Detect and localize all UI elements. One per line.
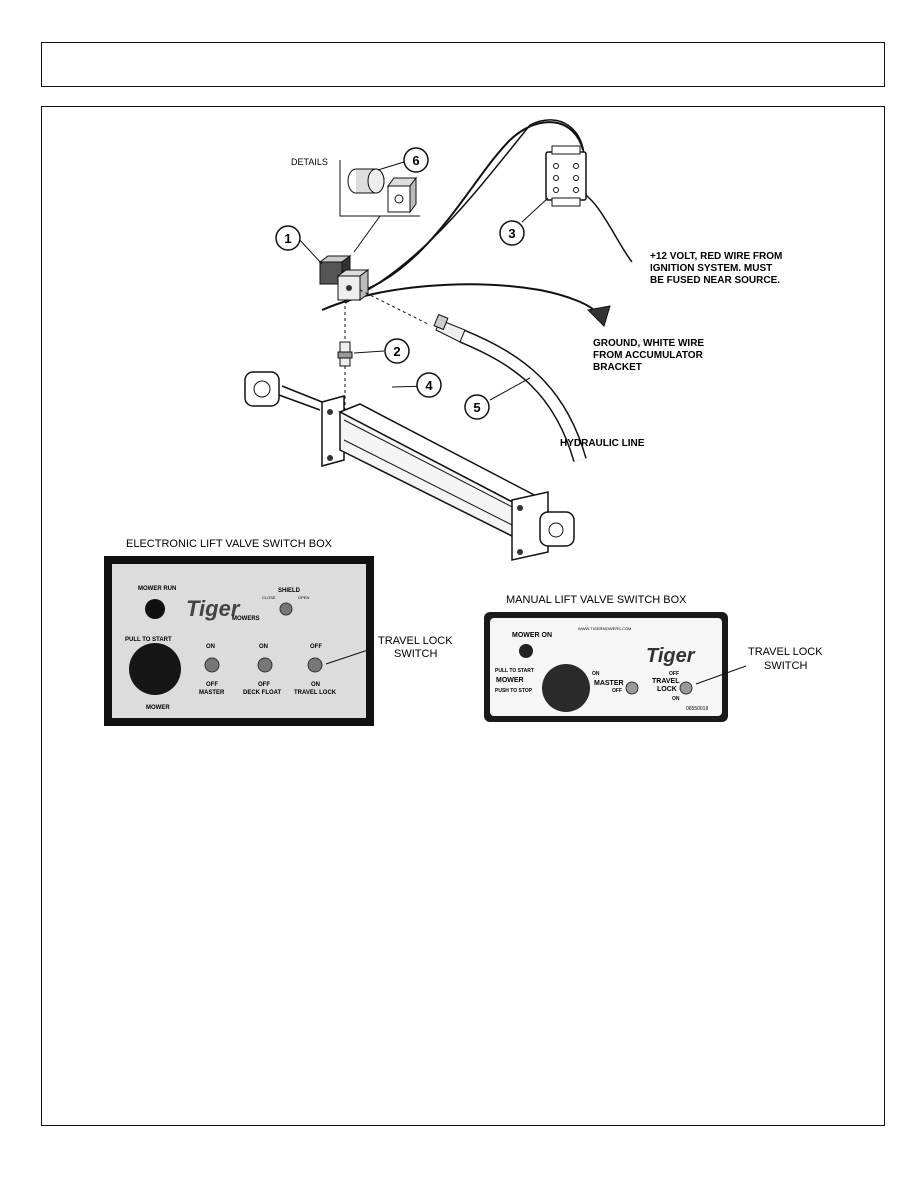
ground-wire [321, 283, 597, 313]
manual-mower-knob [542, 664, 590, 712]
svg-text:OPEN: OPEN [298, 595, 309, 600]
svg-text:PULL TO START: PULL TO START [125, 637, 172, 643]
manual-callout-leader [695, 665, 747, 685]
svg-text:LOCK: LOCK [657, 686, 677, 693]
svg-text:PULL TO START: PULL TO START [495, 668, 534, 674]
deck-float-toggle: ON OFF DECK FLOAT [243, 644, 282, 696]
svg-text:06550019: 06550019 [686, 706, 708, 712]
svg-text:6: 6 [412, 153, 419, 168]
tiger-logo: Tiger [186, 596, 241, 621]
power-note: +12 VOLT, RED WIRE FROM IGNITION SYSTEM.… [650, 251, 782, 286]
svg-text:ON: ON [206, 644, 215, 650]
solenoid-valve [318, 255, 370, 301]
svg-text:OFF: OFF [669, 671, 679, 677]
svg-text:TRAVEL LOCK: TRAVEL LOCK [748, 646, 823, 658]
master-toggle-manual [625, 681, 639, 695]
svg-text:OFF: OFF [612, 688, 622, 694]
callout-6: 6 [403, 147, 429, 173]
fitting [337, 341, 353, 367]
leader-3 [521, 197, 549, 223]
ground-note: GROUND, WHITE WIRE FROM ACCUMULATOR BRAC… [593, 338, 704, 373]
svg-text:ON: ON [311, 682, 320, 688]
svg-text:MOWERS: MOWERS [232, 616, 260, 622]
svg-text:SHIELD: SHIELD [278, 588, 301, 594]
electronic-box-title: ELECTRONIC LIFT VALVE SWITCH BOX [126, 538, 333, 550]
svg-text:TRAVEL LOCK: TRAVEL LOCK [294, 690, 337, 696]
svg-text:TRAVEL LOCK: TRAVEL LOCK [378, 635, 453, 647]
manual-switch-box: MOWER ON WWW.TIGERMOWERS.COM Tiger PULL … [484, 612, 728, 722]
callout-3: 3 [499, 220, 525, 246]
svg-text:BRACKET: BRACKET [593, 362, 642, 373]
svg-text:OFF: OFF [206, 682, 218, 688]
header-box [41, 42, 885, 87]
svg-text:TRAVEL: TRAVEL [652, 678, 680, 685]
svg-text:MOWER: MOWER [146, 705, 170, 711]
svg-text:ON: ON [259, 644, 268, 650]
svg-text:OFF: OFF [310, 644, 322, 650]
tiger-logo-manual: Tiger [646, 645, 696, 667]
svg-text:WWW.TIGERMOWERS.COM: WWW.TIGERMOWERS.COM [578, 626, 631, 631]
svg-text:FROM ACCUMULATOR: FROM ACCUMULATOR [593, 350, 704, 361]
svg-text:2: 2 [393, 344, 400, 359]
detail-block-part [387, 176, 417, 214]
svg-text:ON: ON [592, 671, 600, 677]
svg-text:3: 3 [508, 226, 515, 241]
travel-lock-toggle-manual [679, 681, 693, 695]
wire-to-switch [344, 119, 585, 304]
electronic-switch-box: MOWER RUN Tiger MOWERS SHIELD CLOSE OPEN… [104, 556, 374, 726]
leader-2 [353, 350, 385, 354]
callout-2: 2 [384, 338, 410, 364]
details-leader [353, 215, 381, 253]
leader-1 [296, 236, 323, 265]
shield-toggle [279, 602, 293, 616]
svg-text:SWITCH: SWITCH [764, 660, 807, 672]
svg-text:OFF: OFF [258, 682, 270, 688]
svg-text:1: 1 [284, 231, 291, 246]
electronic-travel-lock-callout: TRAVEL LOCK SWITCH [378, 635, 453, 660]
hydraulic-line-label: HYDRAULIC LINE [560, 438, 645, 449]
svg-text:MOWER RUN: MOWER RUN [138, 586, 176, 592]
svg-text:BE FUSED NEAR SOURCE.: BE FUSED NEAR SOURCE. [650, 275, 780, 286]
svg-text:PUSH TO STOP: PUSH TO STOP [495, 688, 533, 694]
red-wire [351, 121, 584, 296]
mower-run-light [145, 599, 165, 619]
svg-text:4: 4 [425, 378, 433, 393]
svg-text:MASTER: MASTER [594, 680, 624, 687]
dashed-axis [359, 289, 431, 326]
details-label: DETAILS [291, 157, 328, 167]
svg-text:MOWER ON: MOWER ON [512, 632, 552, 639]
svg-text:IGNITION SYSTEM. MUST: IGNITION SYSTEM. MUST [650, 263, 772, 274]
content-box [41, 106, 885, 1126]
callout-5: 5 [464, 394, 490, 420]
svg-text:5: 5 [473, 400, 480, 415]
svg-text:CLOSE: CLOSE [262, 595, 276, 600]
svg-text:ON: ON [672, 696, 680, 702]
detail-cap-part [347, 168, 385, 194]
mower-knob [129, 643, 181, 695]
callout-4: 4 [416, 372, 442, 398]
svg-text:MOWER: MOWER [496, 677, 524, 684]
travel-lock-toggle: OFF ON TRAVEL LOCK [294, 644, 337, 696]
svg-text:+12 VOLT, RED WIRE FROM: +12 VOLT, RED WIRE FROM [650, 251, 782, 262]
callout-1: 1 [275, 225, 301, 251]
hydraulic-hose [433, 313, 587, 462]
manual-box-title: MANUAL LIFT VALVE SWITCH BOX [506, 594, 687, 606]
svg-text:GROUND, WHITE WIRE: GROUND, WHITE WIRE [593, 338, 704, 349]
details-bracket [339, 160, 420, 217]
svg-text:DECK FLOAT: DECK FLOAT [243, 690, 282, 696]
svg-text:SWITCH: SWITCH [394, 648, 437, 660]
power-wire [577, 189, 633, 263]
toggle-switch-box [545, 145, 587, 207]
leader-5 [489, 377, 531, 401]
svg-text:MASTER: MASTER [199, 690, 225, 696]
mower-on-light [519, 644, 533, 658]
manual-travel-lock-callout: TRAVEL LOCK SWITCH [748, 646, 823, 672]
electronic-callout-leader [325, 647, 375, 665]
master-toggle: ON OFF MASTER [199, 644, 225, 696]
hydraulic-cylinder [244, 371, 575, 561]
leader-6 [377, 161, 405, 171]
ground-arrow [586, 305, 611, 327]
